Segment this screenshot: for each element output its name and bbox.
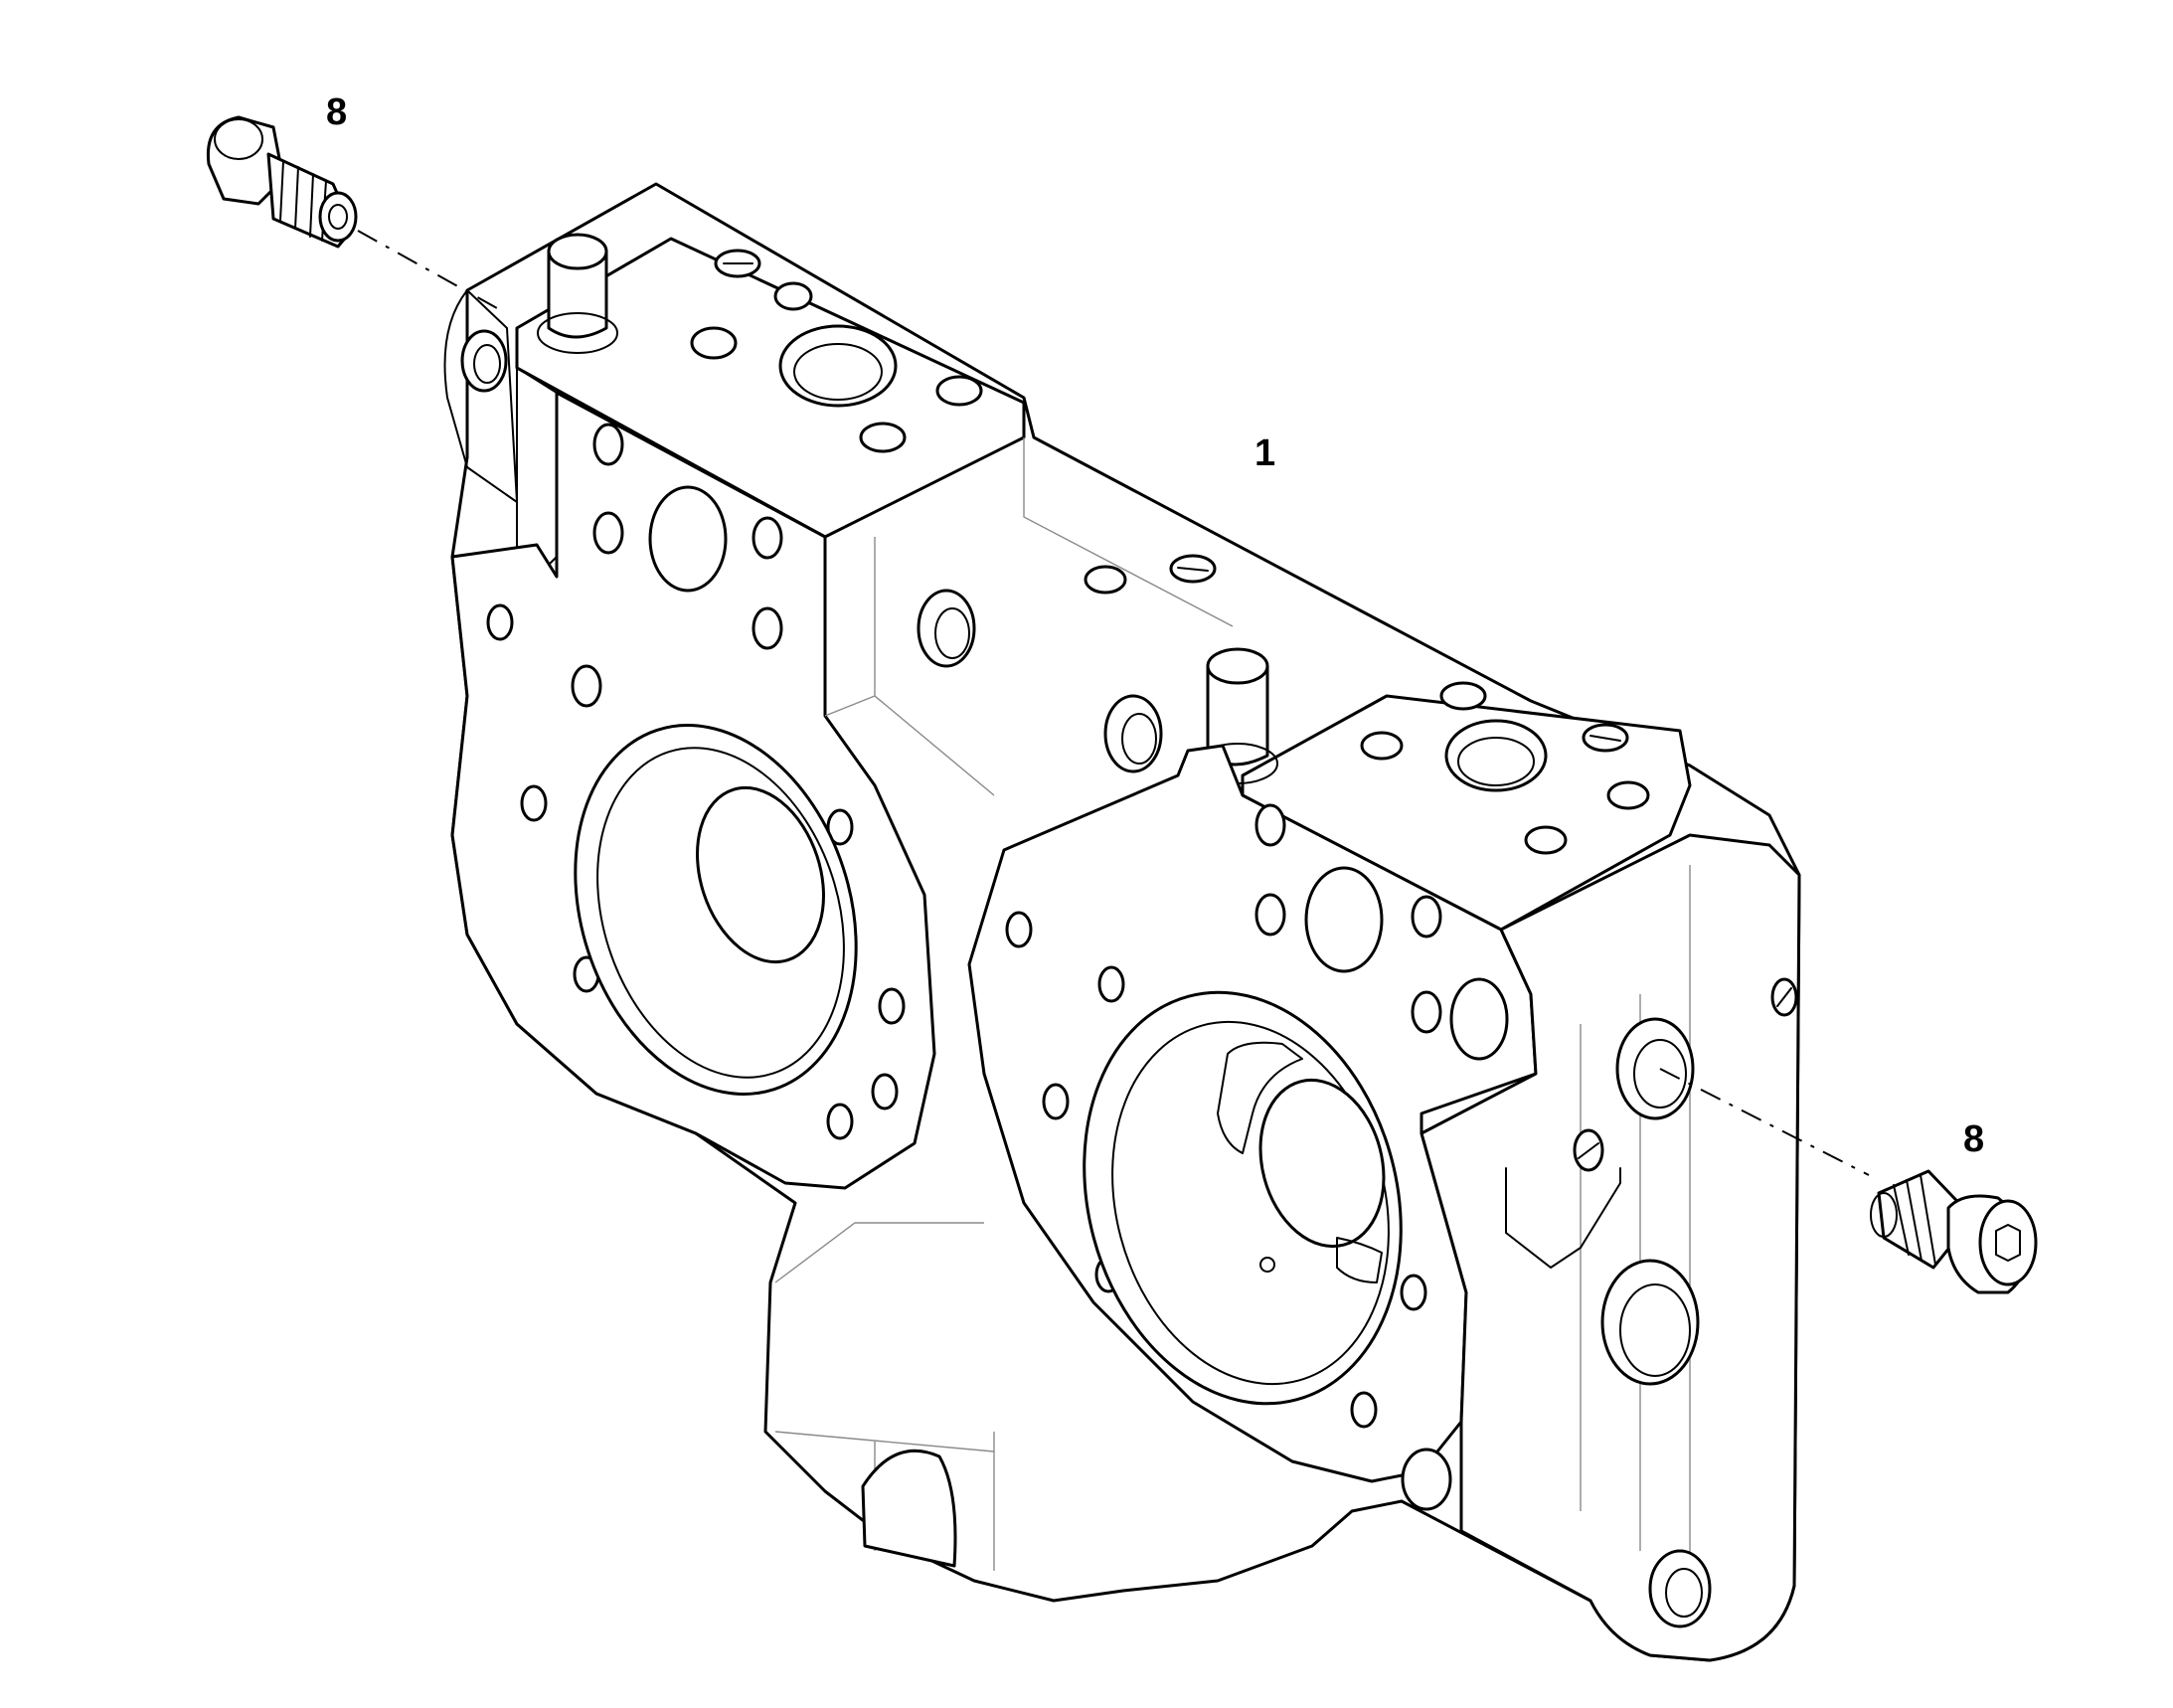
left-dowel-pin <box>547 250 608 339</box>
valve-housing <box>443 182 1801 1662</box>
left-bore-inner <box>696 785 825 964</box>
callout-housing: 1 <box>1254 432 1275 474</box>
left-ear-hole <box>460 329 508 393</box>
bottom-boss <box>861 1449 957 1568</box>
cartridge-valve-top-left <box>206 115 358 249</box>
cartridge-valve-right <box>1870 1169 2038 1294</box>
right-bore-kidney-port <box>1217 1041 1303 1154</box>
left-ear <box>443 289 518 503</box>
assembly-axis-right <box>1659 1068 1870 1176</box>
right-side-block <box>1420 833 1801 1662</box>
callout-valve-top-left: 8 <box>326 91 347 133</box>
assembly-axis-top-left <box>357 230 498 309</box>
callout-valve-right: 8 <box>1963 1118 1984 1160</box>
